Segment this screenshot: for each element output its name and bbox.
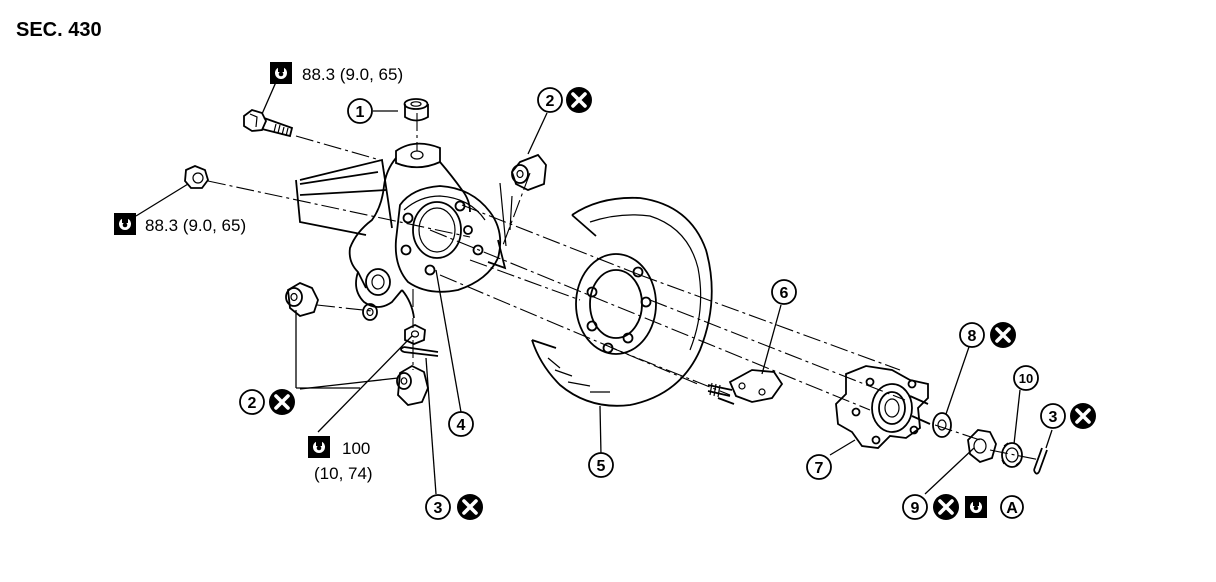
torque-value-lower-unit: (10, 74) [314,464,373,483]
torque-wrench-icon [308,436,330,458]
leader-lines [135,81,1053,495]
svg-text:2: 2 [546,93,555,110]
torque-label-upper-bolt: 88.3 (9.0, 65) [270,62,403,84]
cotter-pin-lower [400,346,439,357]
steering-knuckle [295,142,513,319]
svg-text:5: 5 [597,458,606,475]
reference-a-label: A [1006,500,1018,517]
svg-text:1: 1 [356,104,365,121]
torque-wrench-icon [114,213,136,235]
torque-label-nut: 88.3 (9.0, 65) [114,213,246,235]
hex-nut [184,165,209,189]
do-not-reuse-icon [988,320,1018,350]
svg-text:3: 3 [434,500,443,517]
hub-assembly [835,365,931,449]
do-not-reuse-icon [267,387,297,417]
torque-value-lower: 100 [342,439,370,458]
torque-value-nut: 88.3 (9.0, 65) [145,216,246,235]
callout-2-top: 2 [537,85,594,115]
callout-4: 4 [448,411,474,437]
svg-text:8: 8 [968,328,977,345]
washer [932,412,952,438]
do-not-reuse-icon [455,492,485,522]
do-not-reuse-icon [564,85,594,115]
cotter-pin-right [1033,447,1048,475]
svg-text:4: 4 [457,417,466,434]
torque-wrench-icon [965,496,987,518]
sensor-bracket [707,369,784,405]
knuckle-lower-hardware [362,303,426,345]
reference-a-marker [1000,495,1024,519]
assembly-centerlines [207,113,1041,461]
callout-10: 10 [1013,365,1039,391]
svg-text:10: 10 [1019,371,1033,386]
callout-7: 7 [806,454,832,480]
svg-text:9: 9 [911,500,920,517]
do-not-reuse-icon [1068,401,1098,431]
callout-3-bottom: 3 [425,492,485,522]
callout-1: 1 [347,98,373,124]
callout-6: 6 [771,279,797,305]
callout-5: 5 [588,452,614,478]
hub-nut [967,429,997,464]
do-not-reuse-icon [931,492,961,522]
upper-bolt [243,109,294,138]
callout-9: 9 A [902,492,1024,522]
upper-bushing [403,98,429,122]
torque-value-upper: 88.3 (9.0, 65) [302,65,403,84]
svg-text:6: 6 [780,285,789,302]
callout-2-bottom: 2 [239,387,297,417]
torque-label-lower: 100 (10, 74) [308,436,373,483]
callout-3-right: 3 [1040,401,1098,431]
section-title: SEC. 430 [16,19,102,41]
bushing-upper-right [510,153,547,191]
back-plate [531,196,713,407]
svg-text:3: 3 [1049,409,1058,426]
svg-text:7: 7 [815,460,824,477]
callout-8: 8 [959,320,1018,350]
svg-text:2: 2 [248,395,257,412]
adjusting-cap [1001,442,1023,468]
bushing-lower-left [285,281,429,406]
torque-wrench-icon [270,62,292,84]
